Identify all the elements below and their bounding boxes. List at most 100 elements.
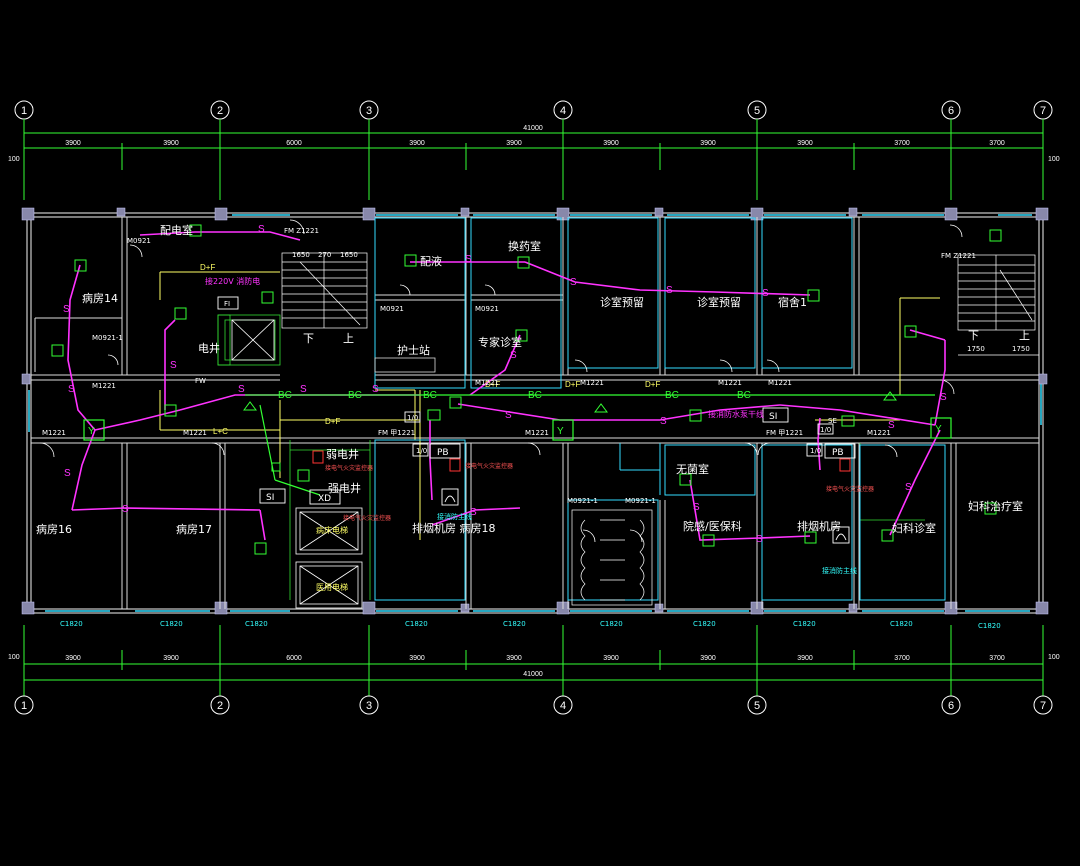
wire-s-label: S xyxy=(258,224,265,235)
wire-s-label: S xyxy=(905,482,912,493)
bus-bc-label: BC xyxy=(278,390,292,401)
axis-bubble-2-bottom xyxy=(210,695,230,715)
axis-label-7-bottom: 7 xyxy=(1040,700,1046,712)
one-zero-label: 1/0 xyxy=(810,447,821,455)
axis-label-3-bottom: 3 xyxy=(366,700,372,712)
axis-label-6-top: 6 xyxy=(948,105,954,117)
wire-s-label: S xyxy=(510,350,517,361)
bottom-dim-7: 3900 xyxy=(797,655,813,662)
one-zero-label: 1/0 xyxy=(416,447,427,455)
room-label-peiye: 配液 xyxy=(420,254,442,268)
se-label: SE xyxy=(828,417,837,425)
top-edge-dim-left: 100 xyxy=(8,156,20,163)
wire-s-label: S xyxy=(666,285,673,296)
door-tag: M1221 xyxy=(475,379,499,387)
wire-s-label: S xyxy=(68,384,75,395)
outlet-y: Y xyxy=(557,426,564,437)
annot-fire-main-2: 接消防主线 xyxy=(822,566,857,575)
annot-fire-main: 接消防主线 xyxy=(437,512,472,521)
room-label-huanyao: 换药室 xyxy=(508,239,541,253)
smoke-fans xyxy=(441,488,850,544)
green-bus-lines xyxy=(245,394,935,496)
top-dim-2: 6000 xyxy=(286,140,302,147)
wire-s-label: S xyxy=(238,384,245,395)
door-swings xyxy=(39,219,963,543)
window-tag: C1820 xyxy=(693,620,716,628)
stair-a-dim-2: 270 xyxy=(318,251,331,259)
wire-s-label: S xyxy=(64,468,71,479)
fire-devices xyxy=(312,450,851,472)
axis-label-1-bottom: 1 xyxy=(21,700,27,712)
door-tag: M1221 xyxy=(867,429,891,437)
axis-label-5-top: 5 xyxy=(754,105,760,117)
axis-label-4-bottom: 4 xyxy=(560,700,566,712)
wire-s-label: S xyxy=(505,410,512,421)
bus-bc-label: BC xyxy=(348,390,362,401)
door-tag: M1221 xyxy=(718,379,742,387)
door-tag: M1221 xyxy=(525,429,549,437)
lift-b-label: 医用电梯 xyxy=(316,582,348,592)
bottom-edge-dim-left: 100 xyxy=(8,654,20,661)
door-tag: FM 甲1221 xyxy=(378,429,415,437)
outlet-y: Y xyxy=(935,424,942,435)
room-label-sushe: 宿舍1 xyxy=(778,295,807,309)
window-tag: C1820 xyxy=(978,622,1001,630)
door-tag: FM Z1221 xyxy=(941,252,976,260)
door-tag: M0921 xyxy=(127,237,151,245)
bottom-dim-8: 3700 xyxy=(894,655,910,662)
top-dim-1: 3900 xyxy=(163,140,179,147)
device-boxes xyxy=(51,224,1002,555)
wire-s-label: S xyxy=(693,502,700,513)
stair-b-down: 下 xyxy=(968,329,979,342)
window-tag: C1820 xyxy=(405,620,428,628)
wire-s-label: S xyxy=(372,384,379,395)
wire-s-label: S xyxy=(122,504,129,515)
axis-label-1-top: 1 xyxy=(21,105,27,117)
magenta-wiring xyxy=(67,231,946,541)
axis-label-7-top: 7 xyxy=(1040,105,1046,117)
top-dim-6: 3900 xyxy=(700,140,716,147)
pb-label: PB xyxy=(832,448,844,458)
door-tag: M0921-1 xyxy=(567,497,598,505)
room-label-r17: 病房17 xyxy=(176,522,212,536)
annot-fire-elec-2: 接电气火灾监控器 xyxy=(465,462,513,470)
wire-s-label: S xyxy=(660,416,667,427)
door-tag: M0921 xyxy=(475,305,499,313)
window-tag: C1820 xyxy=(60,620,83,628)
wire-s-label: S xyxy=(465,254,472,265)
top-dim-0: 3900 xyxy=(65,140,81,147)
window-tag: C1820 xyxy=(793,620,816,628)
door-tag: M1221 xyxy=(92,382,116,390)
wire-s-label: S xyxy=(762,288,769,299)
axis-label-3-top: 3 xyxy=(366,105,372,117)
door-tag: M1221 xyxy=(183,429,207,437)
bottom-dim-6: 3900 xyxy=(700,655,716,662)
top-total-dim: 41000 xyxy=(523,125,543,132)
axis-bubble-1-bottom xyxy=(14,695,34,715)
stair-b xyxy=(957,254,1039,356)
one-zero-label: 1/0 xyxy=(820,426,831,434)
bottom-edge-dim-right: 100 xyxy=(1048,654,1060,661)
lc-label: L+C xyxy=(213,427,228,436)
door-tag: FM Z1221 xyxy=(284,227,319,235)
room-label-paiyan: 排烟机房 xyxy=(797,519,841,533)
wire-s-label: S xyxy=(940,392,947,403)
room-label-r18: 排烟机房 病房18 xyxy=(412,521,496,535)
elevators xyxy=(231,319,363,609)
top-axis-group xyxy=(14,100,1053,120)
room-label-r16: 病房16 xyxy=(36,522,72,536)
door-tag: M0921-1 xyxy=(625,497,656,505)
bus-bc-label: BC xyxy=(665,390,679,401)
annot-fire-elec: 接电气火灾监控器 xyxy=(325,464,373,472)
window-strips xyxy=(28,214,1042,612)
dpf-label: D+F xyxy=(645,380,660,389)
dpf-label: D+F xyxy=(325,417,340,426)
axis-bubble-6-bottom xyxy=(941,695,961,715)
wire-s-label: S xyxy=(300,384,307,395)
axis-label-2-bottom: 2 xyxy=(217,700,223,712)
top-edge-dim-right: 100 xyxy=(1048,156,1060,163)
window-tag: C1820 xyxy=(160,620,183,628)
stair-b-dim-1: 1750 xyxy=(967,345,985,353)
exterior-walls xyxy=(26,212,1044,614)
bottom-dim-9: 3700 xyxy=(989,655,1005,662)
